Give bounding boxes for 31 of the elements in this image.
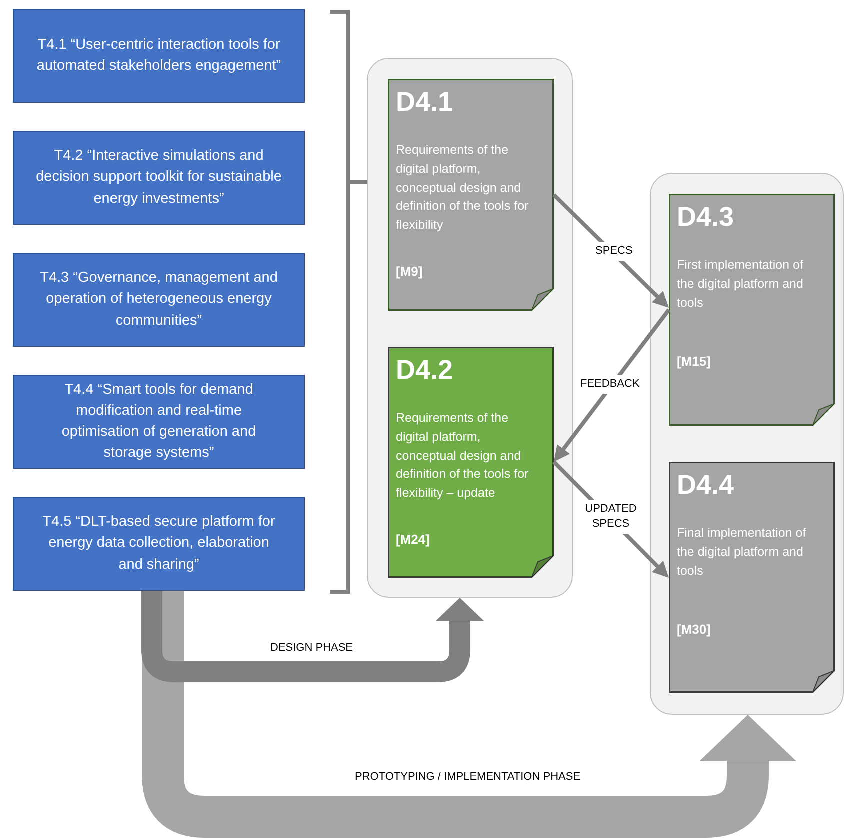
task-box <box>13 375 305 469</box>
task-title: T4.3 “Governance, management and operation of heterogeneous energy communities” <box>39 269 279 330</box>
task-box <box>13 253 305 347</box>
document-card <box>388 79 554 311</box>
document-card <box>388 347 554 578</box>
task-title: T4.5 “DLT-based secure platform for energy data collection, elaboration and sharing” <box>42 513 276 574</box>
document-description: Final implementation of the digital platform and tools <box>677 525 808 580</box>
document-card <box>669 462 835 693</box>
document-description: First implementation of the digital platform and tools <box>677 257 804 312</box>
document-card <box>669 194 835 426</box>
document-description: Requirements of the digital platform, conceptual design and definition of the tools for flexibility <box>396 142 530 234</box>
month-label: [M9] <box>396 264 424 279</box>
task-box <box>13 9 305 103</box>
month-label: [M15] <box>677 354 712 369</box>
deliverable-panel <box>367 58 573 598</box>
document-id: D4.1 <box>396 87 454 118</box>
task-title: T4.2 “Interactive simulations and decision support toolkit for sustainable energy investments” <box>36 147 282 208</box>
deliverable-panel <box>650 173 844 715</box>
task-box <box>13 497 305 591</box>
task-box <box>13 131 305 225</box>
arrow <box>554 308 671 462</box>
document-description: Requirements of the digital platform, conceptual design and definition of the tools for flexibility – update <box>396 410 530 502</box>
phase-arrow <box>142 591 796 838</box>
phase-arrow <box>142 591 484 682</box>
document-id: D4.4 <box>677 470 736 501</box>
month-label: [M30] <box>677 622 712 637</box>
task-title: T4.1 “User-centric interaction tools for automated stakeholders engagement” <box>36 36 282 76</box>
month-label: [M24] <box>396 532 431 547</box>
document-id: D4.2 <box>396 355 454 386</box>
document-id: D4.3 <box>677 202 736 233</box>
task-title: T4.4 “Smart tools for demand modification and real-time optimisation of generation and storage systems” <box>60 380 258 464</box>
